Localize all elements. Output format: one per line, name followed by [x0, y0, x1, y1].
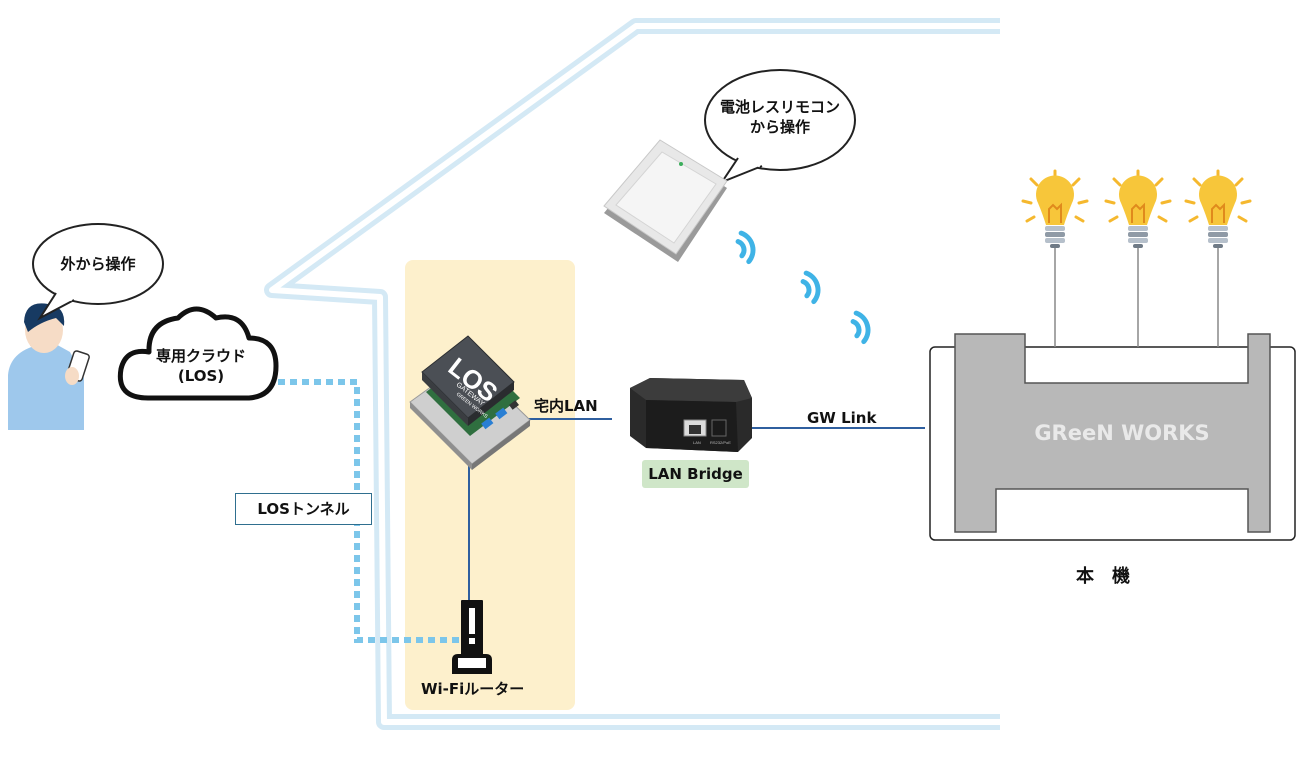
wall-switch-icon	[603, 139, 728, 262]
wifi-wave-icon	[850, 310, 871, 345]
main-machine: GReeN WORKS	[929, 333, 1296, 541]
machine-caption: 本 機	[1076, 566, 1130, 587]
remote-bubble-line2: から操作	[749, 118, 810, 136]
outside-bubble-text: 外から操作	[60, 255, 136, 273]
los-gateway-device: LOS GATEWAY GREEN WORKS	[409, 335, 531, 470]
machine-brand-text: GReeN WORKS	[1034, 421, 1209, 445]
bridge-port1-text: LAN	[693, 440, 701, 445]
lan-bridge-label: LAN Bridge	[642, 460, 749, 488]
cloud-label-line1: 専用クラウド	[155, 347, 246, 365]
wifi-wave-icon	[735, 230, 756, 265]
bulb-wires	[1054, 246, 1219, 347]
lightbulb-icon	[1021, 169, 1089, 248]
lan-bridge-device: LAN RS232/PoE	[630, 378, 752, 452]
cloud-label-line2: (LOS)	[177, 367, 225, 385]
wifi-waves	[735, 230, 871, 345]
los-tunnel-label: LOSトンネル	[235, 493, 372, 525]
gw-link-label: GW Link	[807, 409, 877, 427]
outside-bubble	[32, 223, 164, 321]
user-person-icon	[8, 303, 90, 430]
cloud-icon	[117, 306, 279, 401]
wifi-router-icon	[452, 600, 492, 674]
bridge-port2-text: RS232/PoE	[710, 440, 731, 445]
lightbulb-icon	[1104, 169, 1172, 248]
wifi-wave-icon	[800, 270, 821, 305]
lan-lines	[468, 418, 925, 600]
remote-bubble-line1: 電池レスリモコン	[719, 98, 840, 116]
remote-bubble-text: 電池レスリモコン から操作	[705, 97, 855, 137]
cloud-label: 専用クラウド (LOS)	[136, 346, 266, 386]
router-label: Wi-Fiルーター	[421, 680, 525, 698]
lan-label: 宅内LAN	[534, 397, 598, 415]
lightbulb-icon	[1184, 169, 1252, 248]
